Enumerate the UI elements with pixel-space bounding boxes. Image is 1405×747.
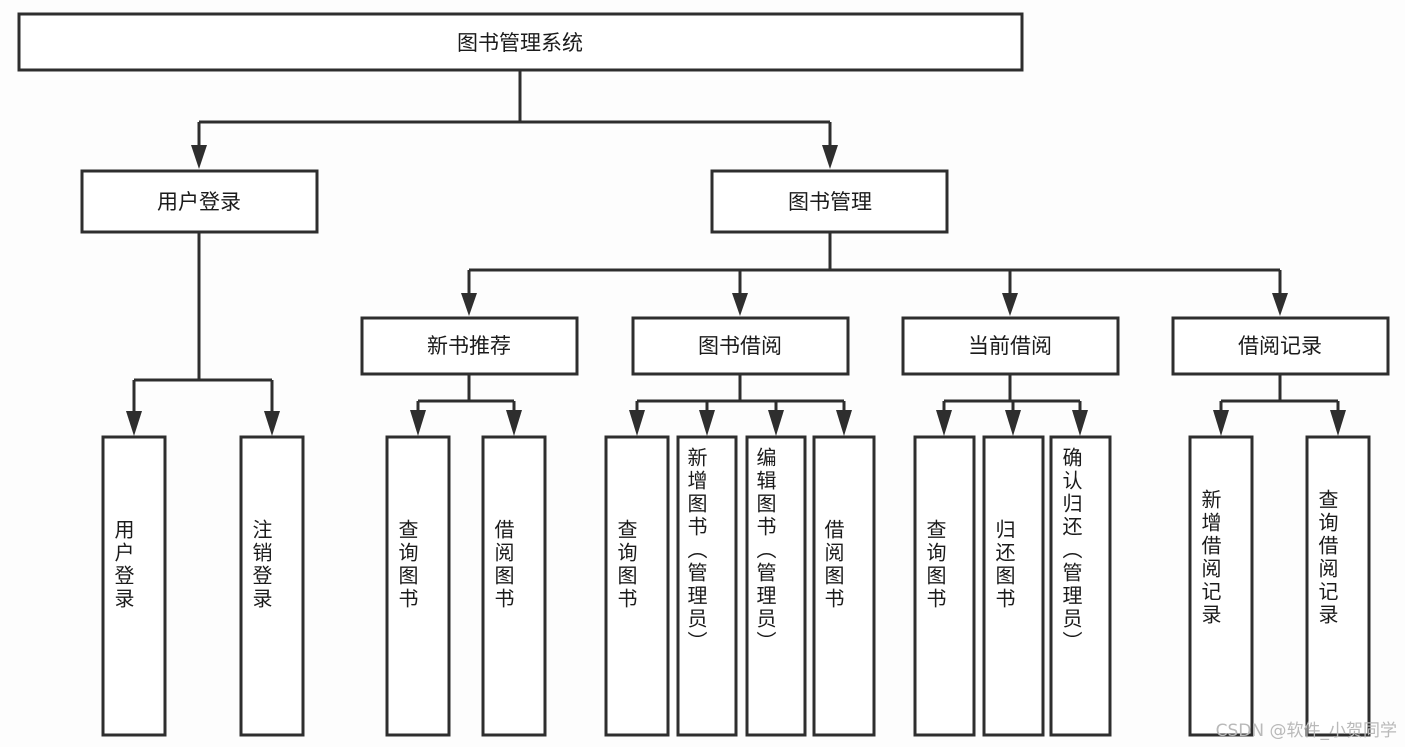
label-book-management: 图书管理 xyxy=(788,190,872,214)
leaf-new-book-1[interactable] xyxy=(481,435,547,737)
leaf-current-borrow-1[interactable] xyxy=(982,435,1045,737)
connector-root-to-level1 xyxy=(191,70,838,169)
connector-bookborrow-to-leaves xyxy=(629,374,852,436)
leaf-book-borrow-3[interactable] xyxy=(812,435,876,737)
leaf-user-login-1[interactable] xyxy=(239,435,305,737)
node-new-book-recommend[interactable] xyxy=(360,316,579,376)
connector-currentborrow-to-leaves xyxy=(936,374,1088,436)
leaf-new-book-0[interactable] xyxy=(385,435,451,737)
label-book-borrow: 图书借阅 xyxy=(698,334,782,358)
leaf-book-borrow-0[interactable] xyxy=(604,435,670,737)
label-root-system: 图书管理系统 xyxy=(457,31,583,55)
connector-userlogin-to-leaves xyxy=(126,232,280,436)
node-root-system[interactable] xyxy=(17,12,1024,72)
connector-borrowrecord-to-leaves xyxy=(1213,374,1346,436)
csdn-watermark: CSDN @软件_小贺同学 xyxy=(1215,721,1397,741)
connector-management-to-level2 xyxy=(461,232,1288,316)
leaf-book-borrow-1[interactable] xyxy=(676,435,738,737)
leaf-user-login-0[interactable] xyxy=(101,435,167,737)
leaf-book-borrow-2[interactable] xyxy=(745,435,807,737)
node-user-login[interactable] xyxy=(80,169,319,234)
leaf-borrow-record-0[interactable] xyxy=(1188,435,1254,737)
leaf-current-borrow-2[interactable] xyxy=(1049,435,1112,737)
label-current-borrow: 当前借阅 xyxy=(968,334,1052,358)
leaf-current-borrow-0[interactable] xyxy=(913,435,976,737)
leaf-borrow-record-1[interactable] xyxy=(1305,435,1371,737)
connector-newbook-to-leaves xyxy=(410,374,522,436)
label-user-login: 用户登录 xyxy=(157,190,241,214)
label-new-book-recommend: 新书推荐 xyxy=(427,334,511,358)
label-borrow-record: 借阅记录 xyxy=(1238,334,1322,358)
node-current-borrow[interactable] xyxy=(901,316,1120,376)
